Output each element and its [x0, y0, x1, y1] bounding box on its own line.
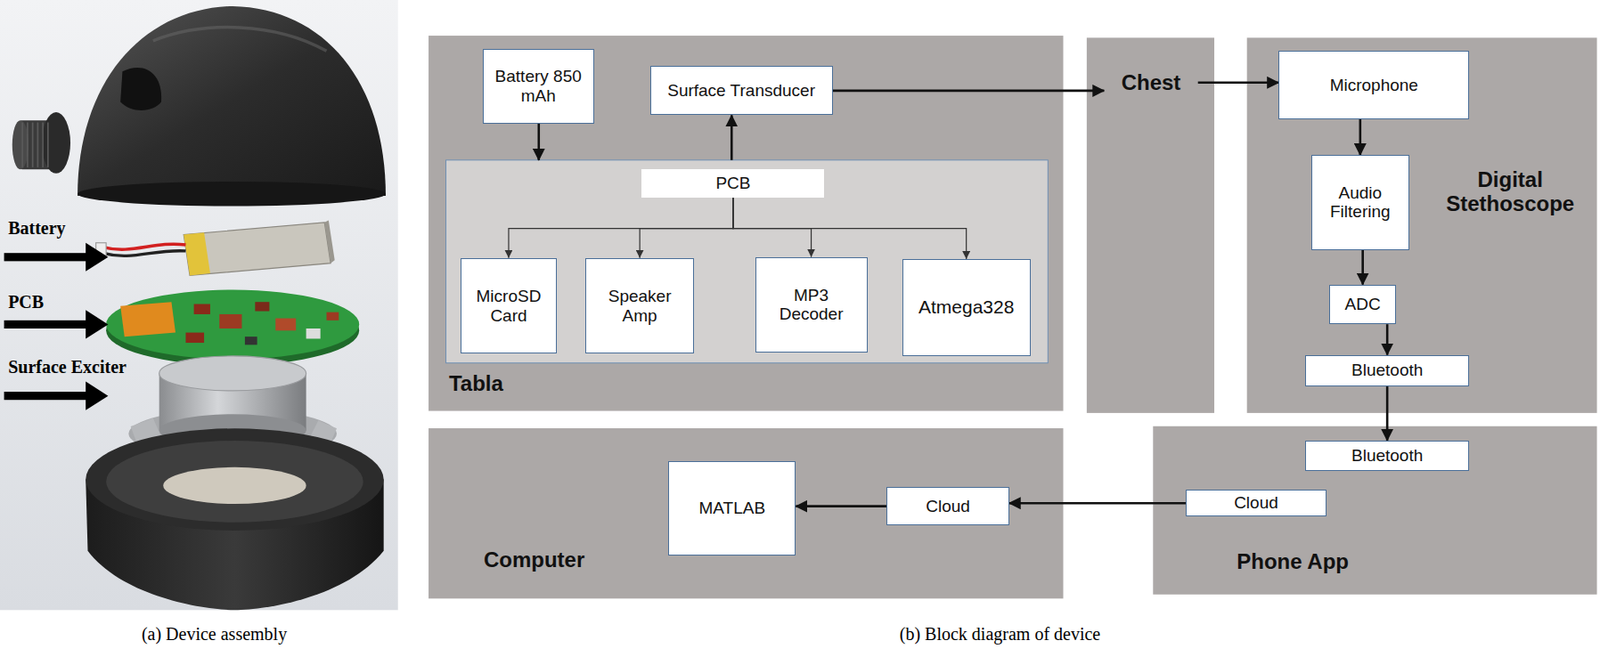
process-box: Audio Filtering — [1311, 155, 1410, 251]
signal-arrow — [1386, 324, 1389, 355]
subfigure-caption: (b) Block diagram of device — [899, 624, 1101, 645]
part-label: Battery — [8, 218, 66, 239]
group-heading: Phone App — [1236, 549, 1380, 575]
group-panel: Tabla Battery 850 mAh Surface TransducerPC… — [428, 35, 1063, 412]
process-box: Cloud — [886, 487, 1009, 525]
base-shell — [85, 428, 384, 611]
box-label: ADC — [1345, 294, 1381, 315]
signal-arrow — [795, 505, 887, 508]
pcb-board — [106, 289, 360, 366]
part-label: Surface Exciter — [8, 357, 127, 378]
label-anchor: (b) Block diagram of device — [899, 624, 1101, 645]
signal-arrow — [730, 114, 734, 160]
process-box: MATLAB — [668, 461, 796, 557]
signal-arrow — [1359, 119, 1363, 156]
pointer-arrow — [4, 243, 109, 411]
group-panel: Digital Stethoscope MicrophoneAudio Filte… — [1247, 37, 1598, 414]
top-shell — [77, 6, 386, 207]
signal-arrow — [832, 89, 1105, 93]
group-panel: Computer MATLAB Cloud — [428, 428, 1063, 599]
pcb-panel: PCB MicroSD Card Speaker Amp MP3 Decoder Atm… — [446, 160, 1049, 364]
panel-ground — [428, 428, 1063, 599]
group-panel: Phone App BluetoothCloud — [1152, 426, 1597, 596]
side-plug — [12, 112, 71, 174]
box-label: Battery 850 mAh — [492, 66, 585, 107]
box-label: MP3 Decoder — [767, 285, 855, 326]
panel-ground — [1247, 37, 1598, 414]
label-anchor: PCB — [8, 292, 44, 313]
process-box: Bluetooth — [1305, 440, 1470, 472]
box-label: MATLAB — [699, 498, 767, 519]
group-heading: Chest — [1103, 70, 1198, 96]
group-heading: Tabla — [448, 371, 541, 397]
box-label: Cloud — [925, 497, 971, 517]
box-label: MicroSD Card — [467, 286, 550, 327]
label-anchor: Battery — [8, 218, 66, 239]
signal-arrow — [1361, 250, 1364, 286]
component-box: MP3 Decoder — [755, 257, 868, 354]
box-label: Bluetooth — [1351, 446, 1423, 466]
branch-line — [508, 197, 734, 259]
group-panel: Chest — [1086, 37, 1215, 414]
process-box: ADC — [1329, 285, 1396, 326]
branch-line — [733, 197, 812, 257]
branch-line — [639, 197, 734, 259]
group-heading: PCB — [641, 169, 825, 198]
panel-ground — [428, 35, 1063, 412]
signal-arrow — [1009, 502, 1186, 506]
process-box: Bluetooth — [1305, 355, 1470, 388]
component-box: Atmega328 — [902, 259, 1031, 357]
box-label: Audio Filtering — [1319, 183, 1402, 223]
component-box: MicroSD Card — [460, 258, 558, 355]
part-label: PCB — [8, 292, 44, 313]
box-label: Cloud — [1233, 493, 1279, 514]
transducer-box: Surface Transducer — [650, 65, 833, 115]
process-box: Microphone — [1278, 50, 1470, 120]
group-heading: Digital Stethoscope — [1433, 167, 1587, 217]
label-anchor: (a) Device assembly — [141, 624, 287, 645]
render-ground — [0, 0, 399, 611]
group-heading: Computer — [483, 547, 617, 573]
panel-ground — [1152, 426, 1597, 596]
battery-cell — [96, 220, 335, 277]
box-label: Bluetooth — [1351, 360, 1423, 381]
pcb-ground — [446, 160, 1049, 364]
box-label: Surface Transducer — [667, 81, 816, 101]
box-label: Speaker Amp — [598, 286, 681, 327]
panel-ground — [1086, 37, 1215, 414]
signal-arrow — [1386, 386, 1389, 441]
box-label: Microphone — [1330, 75, 1419, 96]
subfigure-caption: (a) Device assembly — [141, 624, 287, 645]
signal-arrow — [1198, 81, 1279, 85]
battery-box: Battery 850 mAh — [482, 48, 595, 124]
process-box: Cloud — [1185, 489, 1327, 517]
label-anchor: Surface Exciter — [8, 357, 127, 378]
box-label: Atmega328 — [918, 296, 1014, 319]
signal-arrow — [537, 123, 540, 161]
branch-line — [733, 197, 967, 260]
component-box: Speaker Amp — [585, 258, 694, 355]
